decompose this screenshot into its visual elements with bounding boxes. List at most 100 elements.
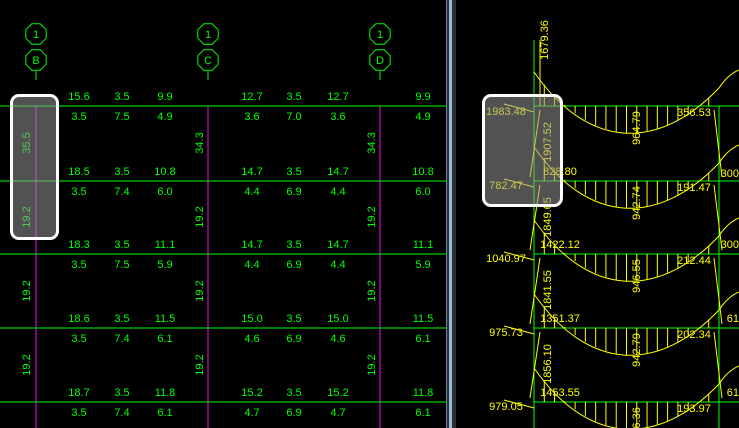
- beam-bottom-value: 4.7: [330, 407, 345, 419]
- beam-top-value: 15.2: [327, 387, 348, 399]
- column-moment-line: [529, 331, 541, 399]
- beam-top-value: 18.3: [68, 239, 89, 251]
- grid-bubble-top: [369, 23, 391, 45]
- column-value: 19.2: [194, 280, 206, 301]
- beam-bottom-value: 3.5: [71, 259, 86, 271]
- beam-bottom-value: 4.4: [244, 186, 259, 198]
- column-moment-line: [713, 257, 723, 325]
- beam-top-value: 11.8: [155, 387, 176, 399]
- beam-bottom-value: 7.4: [114, 333, 129, 345]
- beam-bottom-value: 3.5: [71, 186, 86, 198]
- column-moment-value: 1841.55: [542, 270, 554, 310]
- beam-top-value: 11.5: [413, 313, 434, 325]
- column-moment-line: [713, 109, 723, 178]
- beam-top-value: 3.5: [114, 239, 129, 251]
- beam-end-moment: 300: [721, 239, 739, 251]
- beam-bottom-value: 7.5: [114, 111, 129, 123]
- viewport-splitter[interactable]: [446, 0, 456, 428]
- column-moment-line: [713, 184, 723, 251]
- beam-bottom-value: 6.9: [286, 259, 301, 271]
- grid-bubble-number: 1: [377, 29, 383, 41]
- column-value: 19.2: [21, 280, 33, 301]
- beam-top-value: 11.8: [413, 387, 434, 399]
- beam-bottom-value: 4.9: [157, 111, 172, 123]
- column-value: 19.2: [366, 206, 378, 227]
- column-value: 19.2: [194, 206, 206, 227]
- beam-bottom-value: 6.1: [415, 333, 430, 345]
- beam-bottom-value: 3.6: [330, 111, 345, 123]
- moment-leader: [503, 325, 535, 335]
- moment-diagram-viewport[interactable]: 1679.361983.481907.52964.79356.53782.478…: [456, 0, 739, 428]
- moment-diagram-plot[interactable]: 1679.361983.481907.52964.79356.53782.478…: [456, 0, 739, 428]
- beam-bottom-value: 7.0: [286, 111, 301, 123]
- beam-end-moment: 202.34: [677, 329, 711, 341]
- beam-top-value: 3.5: [114, 387, 129, 399]
- beam-top-value: 11.1: [155, 239, 176, 251]
- beam-moment-curve: [533, 293, 720, 356]
- column-value: 19.2: [194, 354, 206, 375]
- beam-bottom-value: 4.6: [330, 333, 345, 345]
- grid-bubble-bottom: [197, 49, 219, 71]
- beam-bottom-value: 7.4: [114, 186, 129, 198]
- column-value: 34.3: [366, 132, 378, 153]
- beam-top-value: 14.7: [327, 166, 348, 178]
- beam-end-moment: 212.44: [677, 255, 711, 267]
- beam-top-value: 10.8: [154, 166, 175, 178]
- beam-top-value: 12.7: [327, 91, 348, 103]
- beam-top-value: 15.2: [241, 387, 262, 399]
- beam-bottom-value: 4.4: [330, 259, 345, 271]
- beam-top-value: 15.6: [68, 91, 89, 103]
- grid-bubble-top: [25, 23, 47, 45]
- beam-bottom-value: 5.9: [157, 259, 172, 271]
- beam-bottom-value: 4.4: [244, 259, 259, 271]
- grid-bubble-letter: B: [32, 55, 39, 67]
- selection-highlight: [10, 94, 59, 240]
- beam-end-moment: 979.05: [489, 401, 523, 413]
- grid-bubble-letter: C: [204, 55, 212, 67]
- beam-top-value: 11.5: [155, 313, 176, 325]
- beam-top-value: 3.5: [286, 91, 301, 103]
- grid-bubble-bottom: [25, 49, 47, 71]
- beam-top-value: 10.8: [412, 166, 433, 178]
- beam-midspan-moment: 946.36: [631, 407, 643, 428]
- beam-end-moment: 1422.12: [540, 239, 580, 251]
- beam-moment-curve: [718, 69, 739, 89]
- beam-bottom-value: 3.5: [71, 111, 86, 123]
- beam-bottom-value: 6.9: [286, 333, 301, 345]
- beam-top-value: 15.0: [241, 313, 262, 325]
- beam-bottom-value: 6.9: [286, 186, 301, 198]
- grid-bubble-bottom: [369, 49, 391, 71]
- beam-top-value: 15.0: [327, 313, 348, 325]
- beam-end-moment: 191.47: [677, 182, 711, 194]
- beam-end-moment: 1351.37: [540, 313, 580, 325]
- column-moment-line: [529, 257, 541, 325]
- grid-bubble-letter: D: [376, 55, 384, 67]
- beam-bottom-value: 6.1: [157, 333, 172, 345]
- beam-bottom-value: 5.9: [415, 259, 430, 271]
- beam-top-value: 3.5: [286, 313, 301, 325]
- beam-bottom-value: 6.0: [157, 186, 172, 198]
- frame-lines: [0, 105, 446, 428]
- grid-bubble-number: 1: [33, 29, 39, 41]
- beam-bottom-value: 4.7: [244, 407, 259, 419]
- diagram-values: 1679.361983.481907.52964.79356.53782.478…: [486, 20, 739, 428]
- beam-top-value: 18.7: [68, 387, 89, 399]
- beam-moment-curve: [533, 219, 720, 282]
- beam-end-moment: 61: [727, 313, 739, 325]
- beam-midspan-moment: 942.79: [631, 333, 643, 367]
- beam-bottom-value: 3.5: [71, 407, 86, 419]
- beam-end-moment: 61: [727, 387, 739, 399]
- beam-top-value: 3.5: [114, 166, 129, 178]
- column-value: 19.2: [366, 280, 378, 301]
- beam-bottom-value: 4.9: [415, 111, 430, 123]
- column-value: 19.2: [366, 354, 378, 375]
- beam-bottom-value: 7.5: [114, 259, 129, 271]
- beam-moment-curve: [718, 144, 739, 164]
- beam-top-value: 18.6: [68, 313, 89, 325]
- beam-moment-curve: [718, 365, 739, 385]
- beam-top-value: 9.9: [157, 91, 172, 103]
- moment-leader: [503, 399, 535, 409]
- beam-end-moment: 356.53: [677, 107, 711, 119]
